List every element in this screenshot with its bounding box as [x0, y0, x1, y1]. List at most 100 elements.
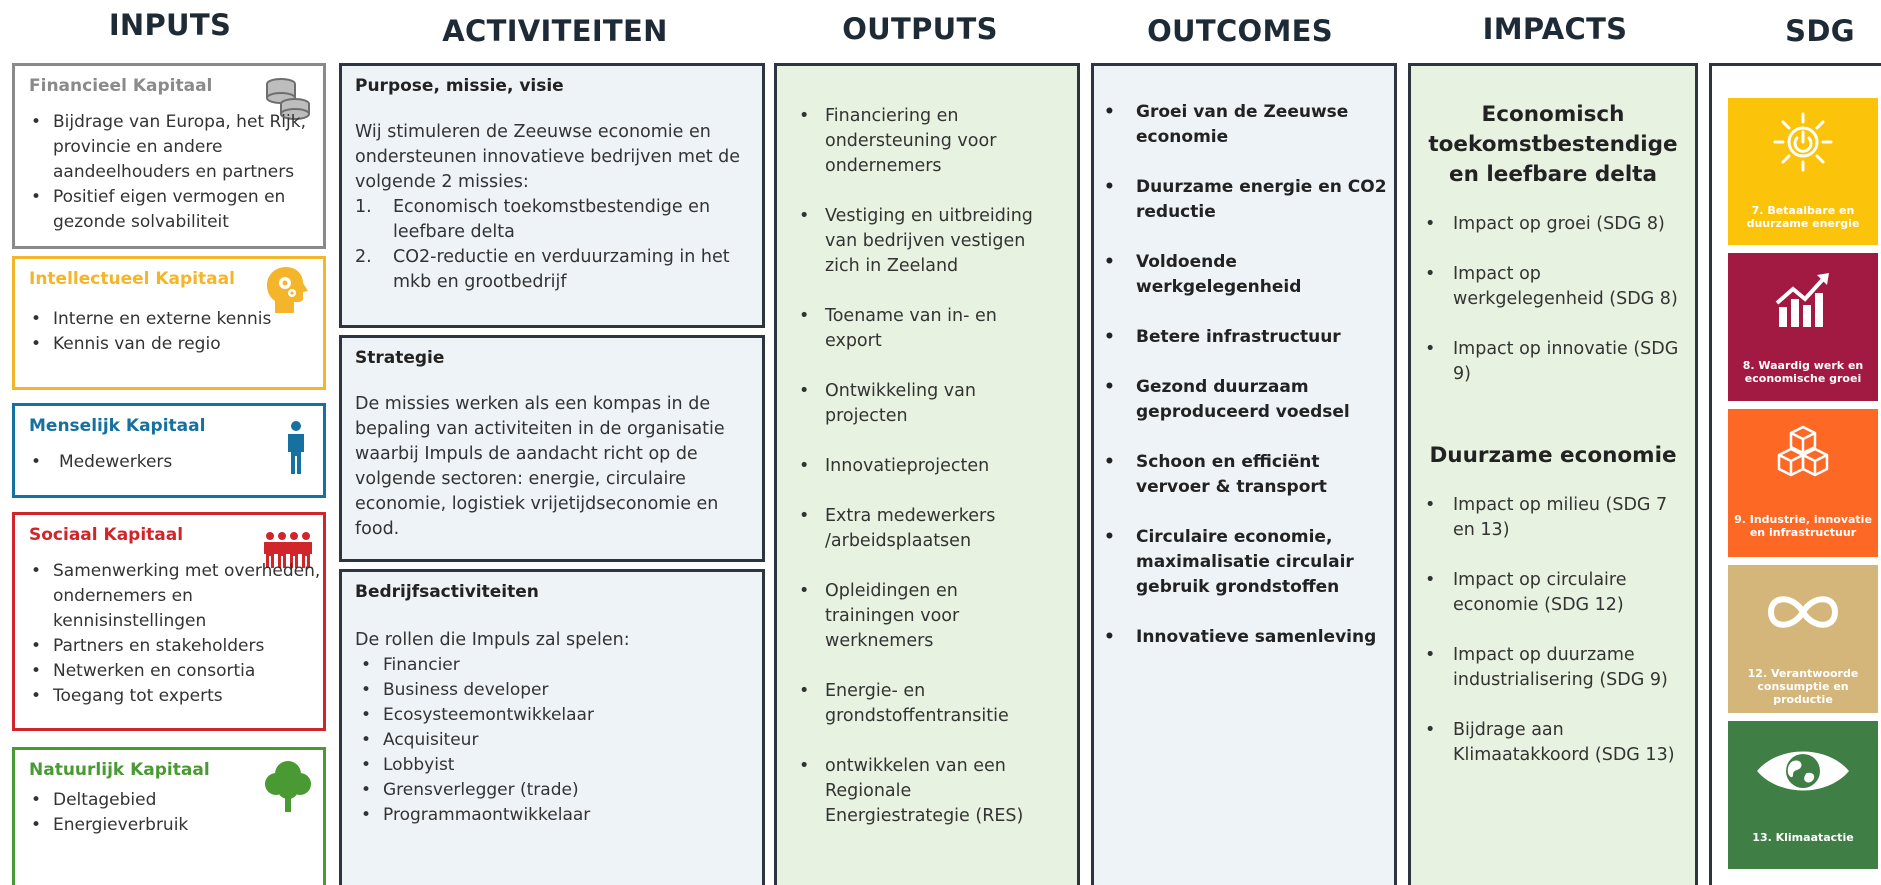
list-item: Impact op duurzame industrialisering (SD…: [1411, 643, 1693, 693]
input-intellectueel-kapitaal: Intellectueel Kapitaal Interne en extern…: [12, 256, 326, 390]
input-financieel-kapitaal: Financieel Kapitaal Bijdrage van Europa,…: [12, 63, 326, 249]
sdg-tile-7: 7. Betaalbare en duurzame energie: [1728, 98, 1878, 245]
list-item: Kennis van de regio: [25, 332, 323, 357]
section-text: De rollen die Impuls zal spelen:: [355, 630, 630, 650]
cubes-icon: [1771, 423, 1835, 491]
eye-globe-icon: [1753, 743, 1853, 803]
input-title: Financieel Kapitaal: [29, 76, 213, 96]
outcomes-box: Groei van de Zeeuwse economie Duurzame e…: [1091, 63, 1397, 885]
list-item: Lobbyist: [355, 753, 752, 778]
head-gears-icon: [261, 265, 315, 317]
impacts-box: Economisch toekomstbestendige en leefbar…: [1408, 63, 1698, 885]
list-item: Innovatieprojecten: [785, 454, 1045, 479]
sdg-label: 12. Verantwoorde consumptie en productie: [1747, 667, 1859, 706]
list-item: Groei van de Zeeuwse economie: [1098, 100, 1388, 150]
column-title-sdg: SDG: [1785, 14, 1855, 48]
input-item-list: Bijdrage van Europa, het Rijk, provincie…: [25, 110, 323, 235]
list-item: Bijdrage van Europa, het Rijk, provincie…: [25, 110, 323, 185]
infinity-icon: [1763, 587, 1843, 641]
list-item: Samenwerking met overheden, ondernemers …: [25, 559, 323, 634]
list-item: Opleidingen en trainingen voor werknemer…: [785, 579, 1045, 654]
list-item: Business developer: [355, 678, 752, 703]
list-item: Bijdrage aan Klimaatakkoord (SDG 13): [1411, 718, 1693, 768]
activiteit-purpose-box: Purpose, missie, visie Wij stimuleren de…: [339, 63, 765, 328]
list-item: Toename van in- en export: [785, 304, 1045, 354]
list-item: Duurzame energie en CO2 reductie: [1098, 175, 1388, 225]
list-item: Extra medewerkers /arbeidsplaatsen: [785, 504, 1045, 554]
list-item: Positief eigen vermogen en gezonde solva…: [25, 185, 323, 235]
input-item-list: Samenwerking met overheden, ondernemers …: [25, 559, 323, 709]
section-text: Wij stimuleren de Zeeuwse economie en on…: [355, 122, 741, 192]
list-item: Impact op circulaire economie (SDG 12): [1411, 568, 1693, 618]
list-item: Ontwikkeling van projecten: [785, 379, 1045, 429]
outputs-box: Financiering en ondersteuning voor onder…: [774, 63, 1080, 885]
input-natuurlijk-kapitaal: Natuurlijk Kapitaal Deltagebied Energiev…: [12, 747, 326, 885]
impact-heading-duurzaam: Duurzame economie: [1429, 443, 1677, 468]
column-title-outputs: OUTPUTS: [842, 12, 998, 46]
sdg-tile-13: 13. Klimaatactie: [1728, 721, 1878, 869]
list-item: Netwerken en consortia: [25, 659, 323, 684]
sun-power-icon: [1771, 110, 1835, 178]
input-title: Natuurlijk Kapitaal: [29, 760, 210, 780]
list-item: Voldoende werkgelegenheid: [1098, 250, 1388, 300]
list-item: Betere infrastructuur: [1098, 325, 1388, 350]
sdg-label: 8. Waardig werk en economische groei: [1742, 359, 1864, 385]
impact-list-delta: Impact op groei (SDG 8) Impact op werkge…: [1411, 212, 1693, 387]
sdg-tile-9: 9. Industrie, innovatie en infrastructuu…: [1728, 409, 1878, 557]
list-item: 1.Economisch toekomstbestendige en leefb…: [355, 197, 711, 242]
sdg-tile-8: 8. Waardig werk en economische groei: [1728, 253, 1878, 401]
sdg-label: 7. Betaalbare en duurzame energie: [1746, 204, 1860, 230]
list-item: Interne en externe kennis: [25, 307, 323, 332]
output-list: Financiering en ondersteuning voor onder…: [785, 104, 1045, 829]
sdg-label: 9. Industrie, innovatie en infrastructuu…: [1734, 513, 1872, 539]
input-title: Intellectueel Kapitaal: [29, 269, 235, 289]
input-item-list: Medewerkers: [25, 450, 285, 475]
input-item-list: Interne en externe kennis Kennis van de …: [25, 307, 323, 357]
list-item: Energieverbruik: [25, 813, 323, 838]
column-title-inputs: INPUTS: [108, 8, 232, 42]
section-title: Strategie: [355, 348, 445, 368]
list-item: Acquisiteur: [355, 728, 752, 753]
input-sociaal-kapitaal: Sociaal Kapitaal Samenwerking met overhe…: [12, 512, 326, 731]
list-item: Ecosysteemontwikkelaar: [355, 703, 752, 728]
list-item: Impact op innovatie (SDG 9): [1411, 337, 1693, 387]
list-item: Schoon en efficiënt vervoer & transport: [1098, 450, 1388, 500]
list-item: Vestiging en uitbreiding van bedrijven v…: [785, 204, 1045, 279]
impact-list-duurzaam: Impact op milieu (SDG 7 en 13) Impact op…: [1411, 493, 1693, 768]
list-item: Energie- en grondstoffentransitie: [785, 679, 1045, 729]
activiteit-strategie-box: Strategie De missies werken als een komp…: [339, 335, 765, 562]
list-item: Impact op milieu (SDG 7 en 13): [1411, 493, 1693, 543]
role-list: Financier Business developer Ecosysteemo…: [355, 653, 752, 828]
list-item: Impact op groei (SDG 8): [1411, 212, 1693, 237]
person-icon: [259, 420, 313, 474]
list-item: Grensverlegger (trade): [355, 778, 752, 803]
list-item: ontwikkelen van een Regionale Energiestr…: [785, 754, 1045, 829]
list-item: Partners en stakeholders: [25, 634, 323, 659]
column-title-activiteiten: ACTIVITEITEN: [442, 14, 668, 48]
mission-list: 1.Economisch toekomstbestendige en leefb…: [355, 195, 752, 295]
section-text: De missies werken als een kompas in de b…: [355, 394, 725, 539]
list-item: Toegang tot experts: [25, 684, 323, 709]
input-title: Menselijk Kapitaal: [29, 416, 206, 436]
list-item: Medewerkers: [25, 450, 285, 475]
list-item: 2.CO2-reductie en verduurzaming in het m…: [355, 247, 730, 292]
list-item: Impact op werkgelegenheid (SDG 8): [1411, 262, 1693, 312]
impact-heading-delta: Economisch toekomstbestendige en leefbar…: [1428, 102, 1678, 187]
list-item: Financier: [355, 653, 752, 678]
list-item: Programmaontwikkelaar: [355, 803, 752, 828]
column-title-impacts: IMPACTS: [1482, 12, 1628, 46]
section-title: Bedrijfsactiviteiten: [355, 582, 539, 602]
input-item-list: Deltagebied Energieverbruik: [25, 788, 323, 838]
column-title-outcomes: OUTCOMES: [1147, 14, 1333, 48]
section-title: Purpose, missie, visie: [355, 76, 564, 96]
list-item: Circulaire economie, maximalisatie circu…: [1098, 525, 1388, 600]
activiteit-bedrijf-box: Bedrijfsactiviteiten De rollen die Impul…: [339, 569, 765, 885]
list-item: Financiering en ondersteuning voor onder…: [785, 104, 1045, 179]
growth-chart-icon: [1771, 267, 1835, 335]
outcome-list: Groei van de Zeeuwse economie Duurzame e…: [1098, 100, 1388, 650]
list-item: Innovatieve samenleving: [1098, 625, 1388, 650]
list-item: Gezond duurzaam geproduceerd voedsel: [1098, 375, 1388, 425]
sdg-label: 13. Klimaatactie: [1752, 831, 1854, 844]
input-title: Sociaal Kapitaal: [29, 525, 184, 545]
sdg-tile-12: 12. Verantwoorde consumptie en productie: [1728, 565, 1878, 713]
